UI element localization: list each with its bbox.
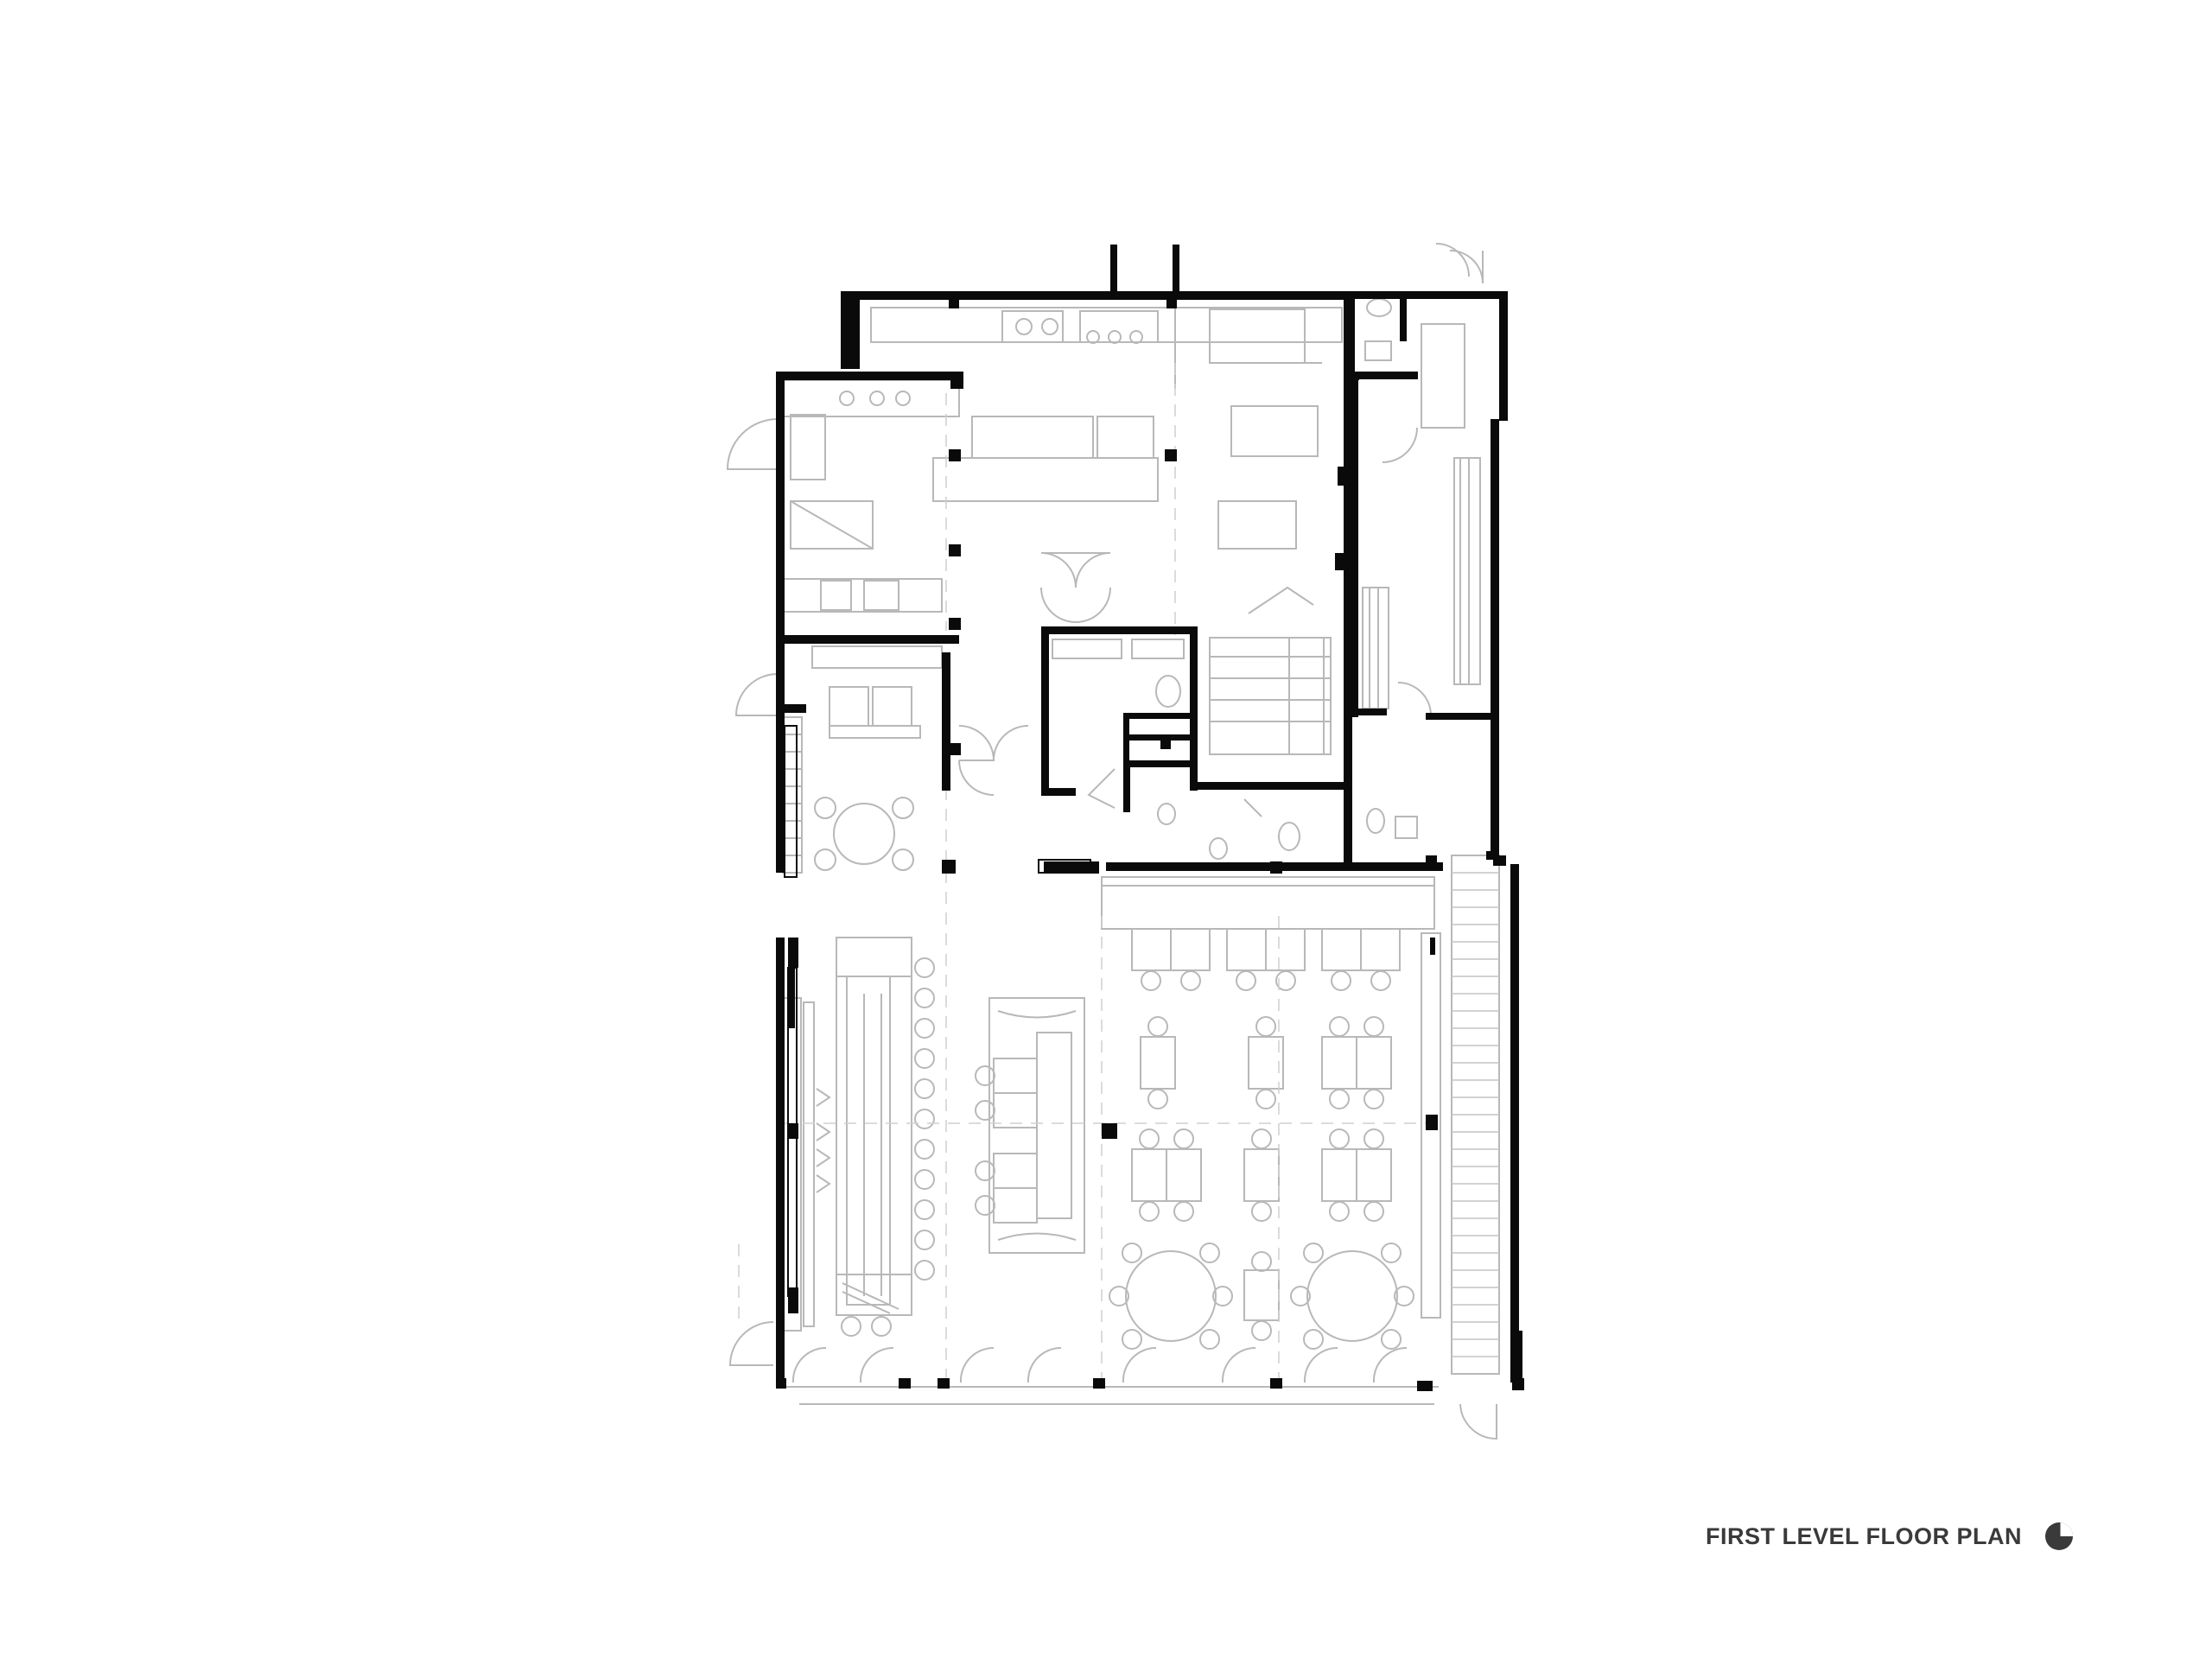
prep-table: [971, 416, 1094, 459]
banquette: [988, 997, 1085, 1254]
prep-table: [1096, 416, 1154, 459]
stair-left: [782, 716, 803, 874]
north-arrow-icon: [2045, 1522, 2073, 1550]
kitchen-counter-top: [870, 307, 1343, 343]
cooler: [1230, 405, 1319, 457]
range-unit: [1079, 310, 1159, 343]
prep-table: [1217, 500, 1297, 550]
wall-top: [841, 291, 1355, 300]
stair-treads: [1453, 457, 1481, 685]
cooler: [1209, 308, 1306, 364]
plan-title: FIRST LEVEL FLOOR PLAN: [1705, 1522, 2022, 1549]
bar-counter: [836, 937, 912, 1316]
prep-table: [932, 457, 1159, 502]
dining-tables-row-2: [1140, 1016, 1392, 1109]
plan-caption: FIRST LEVEL FLOOR PLAN: [1642, 1510, 2074, 1562]
bar-stools: [841, 957, 935, 1337]
stair-treads: [1362, 587, 1389, 709]
sink-counter: [777, 379, 960, 417]
fixtures-layer: [726, 243, 1500, 1440]
range-unit: [1001, 310, 1064, 343]
stair-core: [1209, 637, 1332, 755]
dining-tables-row-3: [1131, 1128, 1392, 1222]
dining-tables-row-1: [1131, 928, 1401, 991]
wall-left: [776, 372, 785, 467]
walls-layer: [776, 245, 1524, 1391]
round-tables: [1109, 1243, 1414, 1350]
dish-counter: [781, 578, 943, 613]
